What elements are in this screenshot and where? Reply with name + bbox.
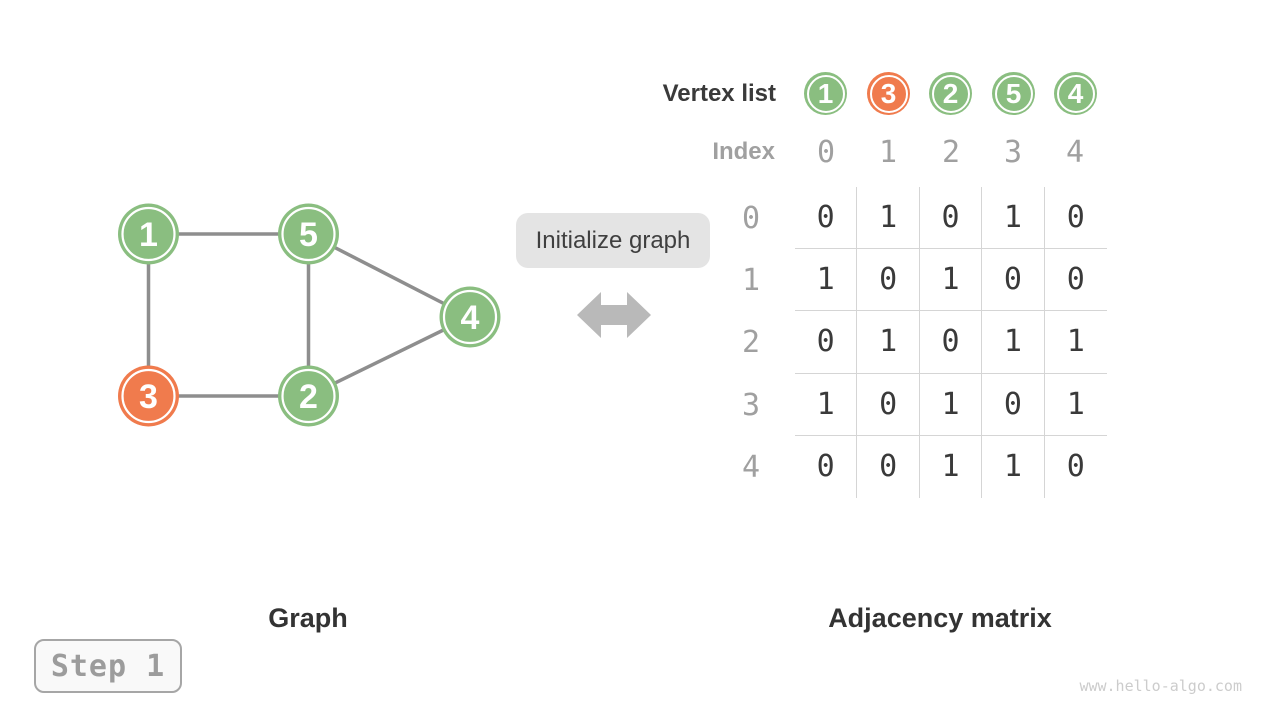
node-circle xyxy=(118,203,179,265)
index-value-0: 0 xyxy=(816,134,836,170)
graph-node-4: 4 xyxy=(439,286,501,348)
step-label: Step 1 xyxy=(50,648,166,684)
node-label: 2 xyxy=(299,378,318,416)
matrix-cell-0-2: 0 xyxy=(919,187,983,250)
arrow-shape xyxy=(577,292,651,338)
matrix-row-label-1: 1 xyxy=(741,262,760,298)
index-value-3: 3 xyxy=(1003,134,1023,170)
matrix-cell-1-3: 0 xyxy=(982,249,1045,312)
left-right-arrow-icon xyxy=(577,292,651,338)
node-circle xyxy=(118,365,179,427)
vertex-value: 4 xyxy=(1067,77,1084,109)
graph-caption: Graph xyxy=(268,602,348,633)
index-value-2: 2 xyxy=(941,134,961,170)
node-label: 4 xyxy=(461,299,480,337)
matrix-cell-2-4: 1 xyxy=(1044,311,1107,374)
matrix-row-label-3: 3 xyxy=(741,387,760,423)
index-value-1: 1 xyxy=(878,134,898,170)
node-circle xyxy=(278,365,339,427)
node-circle xyxy=(439,286,501,348)
matrix-cell-4-3: 1 xyxy=(982,435,1045,498)
matrix-row-label-0: 0 xyxy=(741,200,760,236)
index-value-4: 4 xyxy=(1065,134,1085,170)
matrix-cell-1-2: 1 xyxy=(919,249,983,312)
initialize-graph-label: Initialize graph xyxy=(516,213,710,268)
node-inner-ring xyxy=(121,368,176,424)
vertex-list-node-4: 4 xyxy=(1054,72,1097,115)
graph-node-3: 3 xyxy=(118,365,179,427)
index-row-label: Index xyxy=(712,138,775,165)
matrix-cell-2-3: 1 xyxy=(982,311,1045,374)
vertex-list-node-5: 5 xyxy=(992,72,1035,115)
node-inner-ring xyxy=(281,206,336,262)
matrix-cell-4-1: 0 xyxy=(857,435,920,498)
matrix-cell-2-0: 0 xyxy=(795,311,858,374)
watermark-text: www.hello-algo.com xyxy=(1079,677,1242,695)
vertex-value: 1 xyxy=(817,77,834,109)
node-label: 3 xyxy=(139,378,158,416)
vertex-list-label: Vertex list xyxy=(662,79,776,107)
matrix-cell-4-0: 0 xyxy=(795,435,858,498)
matrix-cell-3-0: 1 xyxy=(795,373,858,436)
initialize-graph-text: Initialize graph xyxy=(535,226,691,254)
matrix-cell-1-4: 0 xyxy=(1044,249,1107,312)
matrix-row-label-4: 4 xyxy=(741,449,760,485)
matrix-cell-3-2: 1 xyxy=(919,373,983,436)
matrix-cell-0-3: 1 xyxy=(982,187,1045,250)
matrix-cell-2-1: 1 xyxy=(857,311,920,374)
matrix-cell-0-0: 0 xyxy=(795,187,858,250)
adjacency-matrix-caption: Adjacency matrix xyxy=(828,602,1052,633)
matrix-cell-3-4: 1 xyxy=(1044,374,1107,436)
node-circle xyxy=(278,203,339,265)
step-badge: Step 1 xyxy=(34,639,182,693)
graph-node-2: 2 xyxy=(278,365,339,427)
vertex-list-node-1: 1 xyxy=(804,72,847,115)
vertex-list-node-3: 3 xyxy=(867,72,910,115)
node-label: 1 xyxy=(139,216,158,254)
graph-node-1: 1 xyxy=(118,203,179,265)
matrix-cell-3-3: 0 xyxy=(982,373,1045,436)
matrix-cell-1-1: 0 xyxy=(857,249,920,312)
node-inner-ring xyxy=(442,289,498,345)
matrix-row-label-2: 2 xyxy=(741,324,760,360)
vertex-value: 3 xyxy=(880,77,897,109)
vertex-list-node-2: 2 xyxy=(929,72,972,115)
matrix-cell-0-4: 0 xyxy=(1044,187,1107,250)
matrix-cell-4-2: 1 xyxy=(920,435,983,498)
graph-node-5: 5 xyxy=(278,203,339,265)
matrix-cell-1-0: 1 xyxy=(795,249,858,312)
adjacency-matrix: 0 1 0 1 0 1 0 1 0 0 0 1 0 1 1 1 0 1 0 1 … xyxy=(795,187,1107,498)
vertex-value: 5 xyxy=(1005,77,1022,109)
matrix-cell-2-2: 0 xyxy=(919,311,983,374)
vertex-value: 2 xyxy=(942,77,959,109)
node-inner-ring xyxy=(121,206,176,262)
node-inner-ring xyxy=(281,368,336,424)
matrix-cell-3-1: 0 xyxy=(857,373,920,436)
matrix-cell-0-1: 1 xyxy=(857,187,920,250)
node-label: 5 xyxy=(299,216,318,254)
matrix-cell-4-4: 0 xyxy=(1066,449,1085,485)
